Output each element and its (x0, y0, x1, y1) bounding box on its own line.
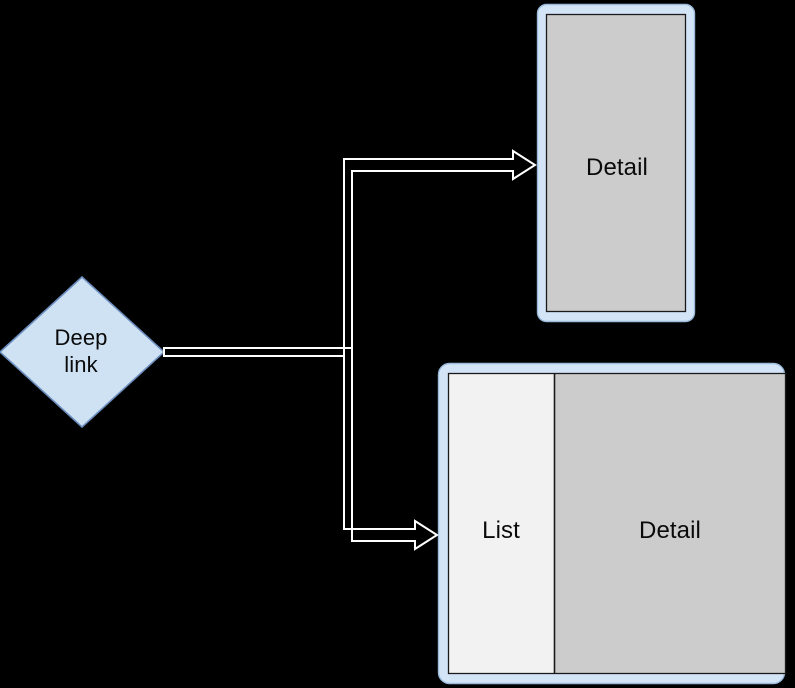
edge-deep-link-to-phone-detail[interactable] (163, 149, 537, 357)
edge-to-tablet-outline (343, 347, 439, 551)
node-tablet-list-detail[interactable] (437, 362, 787, 685)
tablet-screen-border (447, 372, 787, 675)
edge-to-phone-outline (163, 149, 537, 357)
node-deep-link[interactable] (0, 275, 166, 429)
deep-link-diamond-shape (0, 275, 166, 429)
edge-deep-link-to-tablet[interactable] (343, 347, 439, 551)
edge-trunk-joint-mask (345, 349, 351, 356)
phone-screen (545, 13, 687, 313)
tablet-detail-panel[interactable] (554, 373, 786, 674)
tablet-list-panel[interactable] (448, 373, 555, 674)
node-phone-detail[interactable] (536, 3, 696, 323)
